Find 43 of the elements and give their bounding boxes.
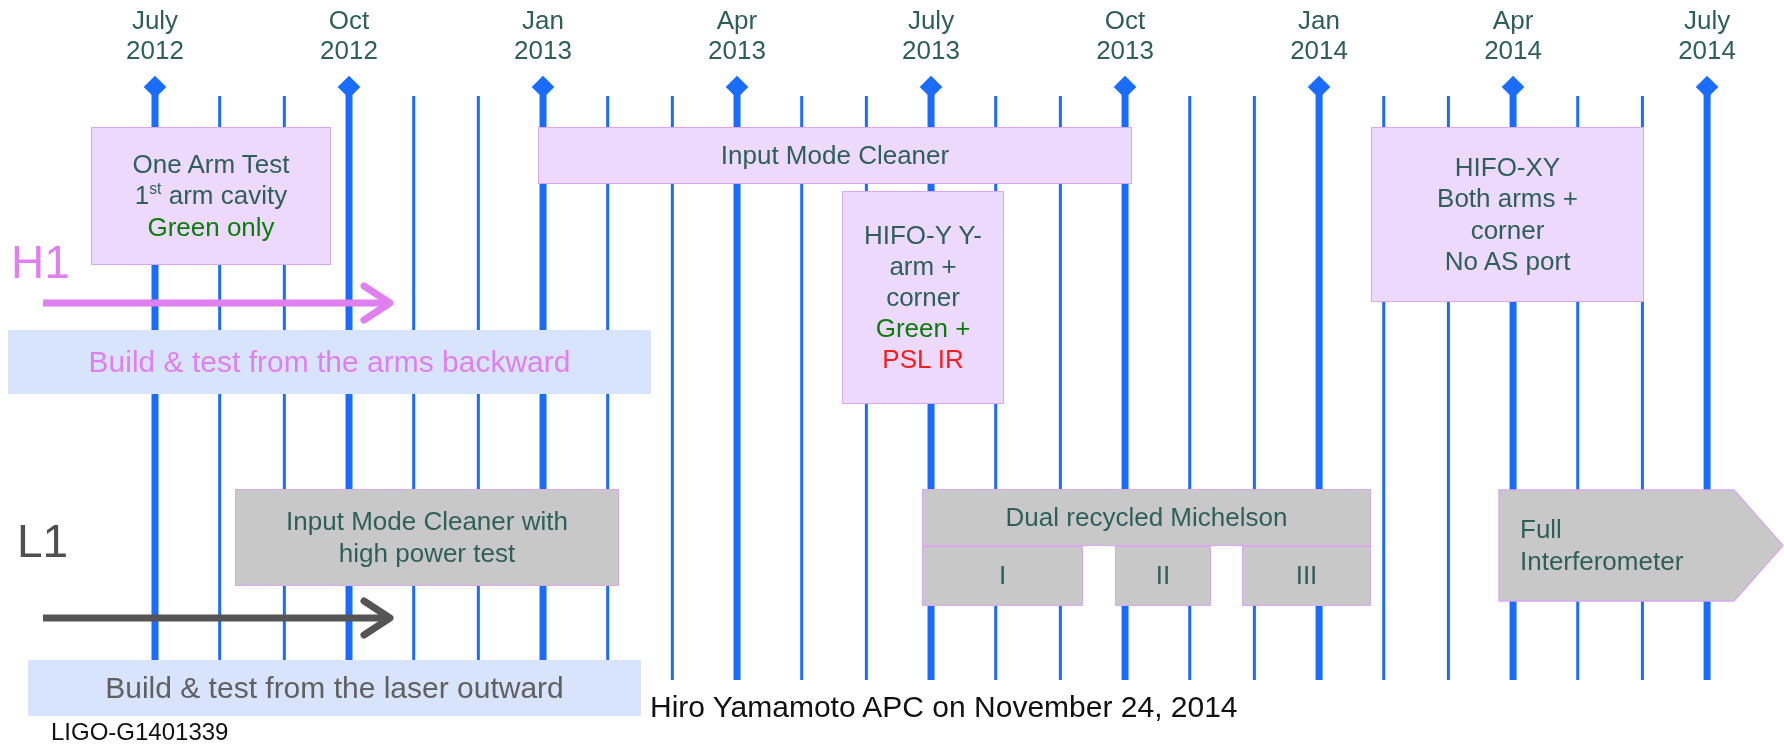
date-label: Oct 2013	[1095, 6, 1155, 66]
box-text: Build & test from the arms backward	[88, 344, 571, 380]
strategy-band	[8, 330, 651, 394]
box-text: Input Mode Cleaner with high power test	[285, 506, 569, 569]
box-text: Green +	[875, 313, 971, 345]
box-text: One Arm Test	[132, 149, 290, 181]
phase-box	[91, 127, 331, 265]
box-text: Input Mode Cleaner	[720, 139, 950, 172]
phase-box	[922, 546, 1083, 606]
box-text: Dual recycled Michelson	[1005, 501, 1288, 534]
box-text: Full Interferometer	[1520, 514, 1685, 577]
phase-box	[922, 489, 1371, 546]
date-label: Oct 2012	[319, 6, 379, 66]
box-text: No AS port	[1444, 245, 1571, 277]
box-text: III	[1295, 560, 1318, 592]
date-label: July 2013	[901, 6, 961, 66]
box-text: II	[1155, 560, 1171, 592]
box-text: Both arms + corner	[1436, 183, 1579, 246]
phase-box	[1242, 546, 1371, 606]
box-text: Build & test from the laser outward	[105, 670, 564, 706]
phase-box	[1115, 546, 1211, 606]
box-text: HIFO-Y Y-arm + corner	[863, 219, 983, 314]
strategy-band	[28, 660, 641, 716]
site-label: H1	[11, 236, 71, 289]
box-text: I	[998, 560, 1007, 592]
arrow-shaped-box	[1498, 489, 1784, 602]
date-label: Apr 2014	[1483, 6, 1543, 66]
phase-box	[235, 489, 619, 586]
phase-box	[1371, 127, 1644, 302]
box-text: Green only	[147, 211, 275, 243]
phase-box	[538, 127, 1132, 184]
document-number: LIGO-G1401339	[51, 718, 230, 746]
box-text: PSL IR	[882, 344, 964, 376]
site-label: L1	[17, 515, 70, 568]
date-label: July 2014	[1677, 6, 1737, 66]
box-text: HIFO-XY	[1454, 152, 1561, 184]
box-text: 1$^{st}$ arm cavity	[134, 180, 288, 212]
date-label: Apr 2013	[707, 6, 767, 66]
date-label: July 2012	[125, 6, 185, 66]
footer-text: Hiro Yamamoto APC on November 24, 2014	[650, 690, 1239, 725]
date-label: Jan 2014	[1289, 6, 1349, 66]
date-label: Jan 2013	[513, 6, 573, 66]
phase-box	[842, 191, 1004, 404]
